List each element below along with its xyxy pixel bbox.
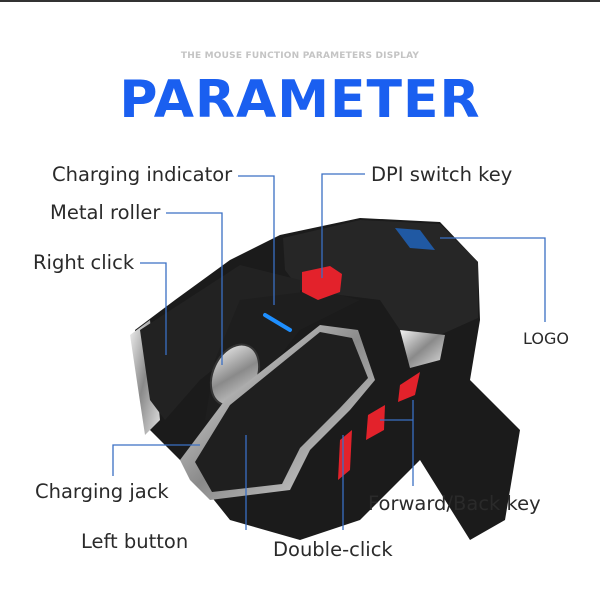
label-metal-roller: Metal roller <box>50 201 161 224</box>
label-dpi-switch-key: DPI switch key <box>371 163 513 186</box>
page-subtitle: THE MOUSE FUNCTION PARAMETERS DISPLAY <box>180 51 420 61</box>
gaming-mouse-image <box>130 218 520 540</box>
dpi-key <box>302 266 342 300</box>
page-title: PARAMETER <box>119 70 481 130</box>
double-click-button <box>338 430 352 480</box>
label-forward-back-key: Forward/Back key <box>368 492 541 515</box>
logo-mark <box>395 228 435 250</box>
back-button <box>366 405 385 440</box>
leader-lines <box>112 173 546 530</box>
label-logo: LOGO <box>523 329 569 348</box>
forward-button <box>398 372 420 402</box>
label-charging-indicator: Charging indicator <box>52 163 233 186</box>
label-right-click: Right click <box>33 251 135 274</box>
top-divider <box>0 0 600 2</box>
label-left-button: Left button <box>81 530 189 553</box>
label-charging-jack: Charging jack <box>35 480 169 503</box>
label-double-click: Double-click <box>273 538 393 561</box>
charging-indicator-light <box>263 313 292 332</box>
